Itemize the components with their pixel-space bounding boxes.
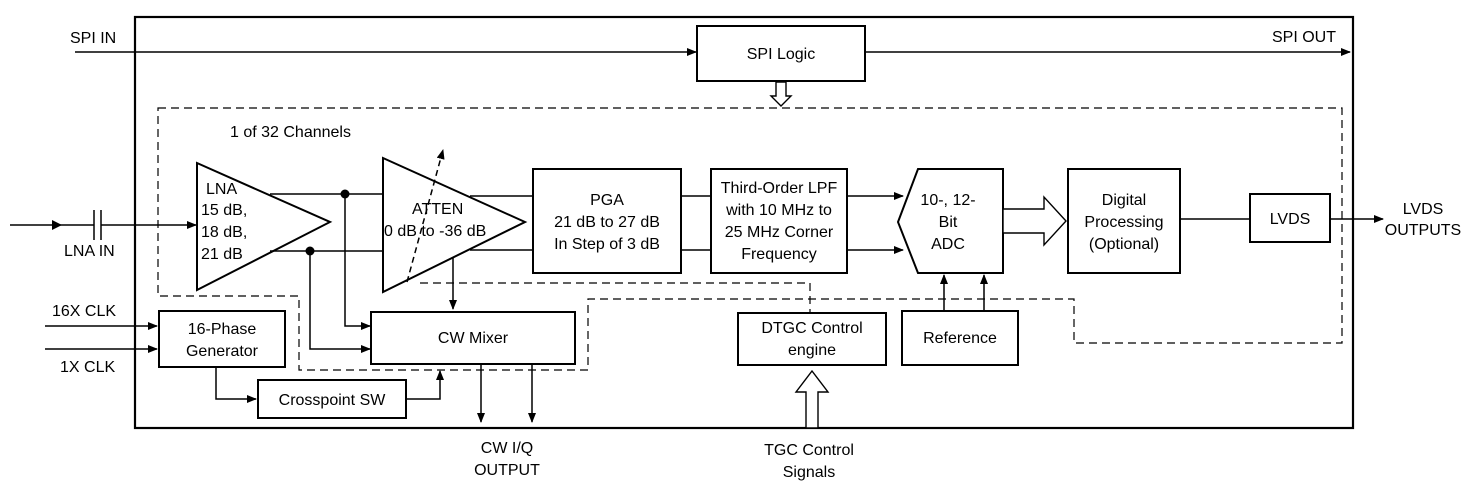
cw-mixer-block: [370, 311, 576, 365]
digital-line-2: Processing: [1084, 214, 1163, 231]
pga-label: PGA: [590, 192, 624, 209]
reference-block: [901, 310, 1019, 366]
adc-to-digital-arrow: [1002, 195, 1067, 247]
lpf-block: [710, 168, 848, 274]
lna-gain-2: 18 dB,: [201, 224, 247, 241]
pga-block: [532, 168, 682, 274]
atten-amplifier: [382, 156, 528, 294]
dtgc-line-1: DTGC Control: [761, 320, 862, 337]
phase-generator-block: [158, 310, 286, 368]
pga-step-label: In Step of 3 dB: [554, 236, 660, 253]
lvds-outputs-line-1: LVDS: [1403, 201, 1444, 218]
cw-iq-line-1: CW I/Q: [481, 440, 533, 457]
lpf-line-3: 25 MHz Corner: [725, 224, 834, 241]
clk-1x-label: 1X CLK: [60, 359, 115, 376]
spi-bus-arrow: [769, 81, 793, 107]
lvds-block: [1249, 193, 1331, 243]
lpf-line-1: Third-Order LPF: [721, 180, 838, 197]
cw-iq-line-2: OUTPUT: [474, 462, 540, 479]
lna-in-label: LNA IN: [64, 243, 115, 260]
dtgc-block: [737, 312, 887, 366]
channel-boundary: [157, 107, 1343, 371]
lna-to-mixer-top-wire: [344, 194, 371, 330]
digital-line-1: Digital: [1102, 192, 1146, 209]
tgc-line-1: TGC Control: [764, 442, 854, 459]
digital-line-3: (Optional): [1089, 236, 1159, 253]
lna-gain-1: 15 dB,: [201, 202, 247, 219]
dtgc-control-link: [420, 282, 811, 313]
spi-in-label: SPI IN: [70, 30, 116, 47]
spi-out-label: SPI OUT: [1272, 29, 1336, 46]
digital-processing-block: [1067, 168, 1181, 274]
chip-boundary: [133, 15, 1355, 430]
lpf-line-4: Frequency: [741, 246, 817, 263]
tgc-line-2: Signals: [783, 464, 835, 481]
cw-mixer-label: CW Mixer: [438, 330, 509, 347]
atten-label: ATTEN: [412, 201, 463, 218]
lpf-line-2: with 10 MHz to: [725, 202, 832, 219]
channel-label: 1 of 32 Channels: [230, 124, 351, 141]
reference-label: Reference: [923, 330, 997, 347]
adc-line-3: ADC: [931, 236, 965, 253]
crosspoint-block: [257, 379, 407, 419]
phase-gen-line-1: 16-Phase: [188, 321, 257, 338]
spi-logic-block: [696, 25, 866, 82]
spi-logic-label: SPI Logic: [747, 46, 815, 63]
lvds-label: LVDS: [1270, 211, 1311, 228]
crosspoint-label: Crosspoint SW: [279, 392, 387, 409]
phase-to-crosspoint-wire: [215, 367, 257, 403]
tgc-input-arrow: [794, 369, 830, 429]
pga-range-label: 21 dB to 27 dB: [554, 214, 660, 231]
phase-gen-line-2: Generator: [186, 343, 259, 360]
crosspoint-to-mixer-wire: [406, 370, 444, 400]
adc-line-1: 10-, 12-: [920, 192, 975, 209]
adc-block: [896, 168, 1004, 274]
clk-16x-label: 16X CLK: [52, 303, 116, 320]
atten-variable-arrow: [406, 149, 445, 283]
lna-in-arrow: [52, 220, 62, 230]
lna-gain-3: 21 dB: [201, 246, 243, 263]
adc-line-2: Bit: [939, 214, 958, 231]
lna-label: LNA: [206, 181, 237, 198]
dtgc-line-2: engine: [788, 342, 836, 359]
lvds-outputs-line-2: OUTPUTS: [1385, 222, 1461, 239]
atten-range-label: 0 dB to -36 dB: [384, 223, 486, 240]
lna-amplifier: [196, 161, 333, 292]
lna-to-mixer-bottom-wire: [309, 251, 371, 353]
